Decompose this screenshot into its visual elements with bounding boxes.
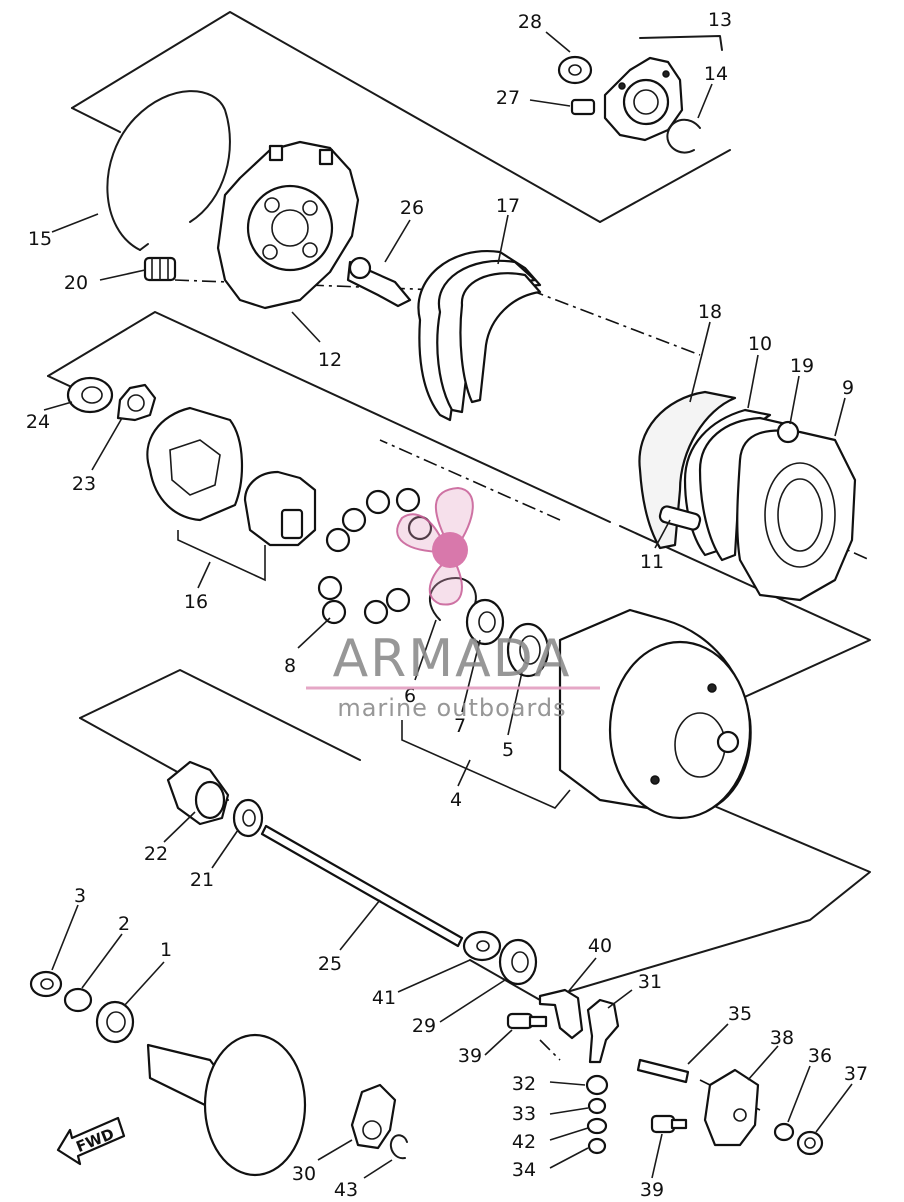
callout-31: 31 xyxy=(638,971,662,993)
callout-39a: 39 xyxy=(458,1045,482,1067)
callout-21: 21 xyxy=(190,869,214,891)
callout-11: 11 xyxy=(640,551,664,573)
clutch-boss-9 xyxy=(736,429,857,602)
callout-42: 42 xyxy=(512,1131,536,1153)
callout-3: 3 xyxy=(74,885,86,907)
push-rod-26 xyxy=(346,256,412,308)
watermark: ARMADA marine outboards xyxy=(306,486,600,722)
bolt-35 xyxy=(636,1058,690,1084)
clutch-plates-17 xyxy=(417,250,542,422)
leader-lines xyxy=(43,31,853,1179)
callout-9: 9 xyxy=(842,377,854,399)
bracket-38 xyxy=(703,1068,760,1147)
collar-22 xyxy=(166,760,230,826)
lever-40 xyxy=(538,988,584,1040)
callout-34: 34 xyxy=(512,1159,536,1181)
screw-20 xyxy=(143,256,177,282)
one-way-clutch-16 xyxy=(146,406,317,547)
washer-32 xyxy=(585,1074,609,1096)
retaining-ring-15 xyxy=(106,90,231,251)
callout-labels: 1 2 3 4 5 6 7 8 9 10 11 12 13 14 15 16 1… xyxy=(26,9,868,1201)
callout-40: 40 xyxy=(588,935,612,957)
bolt-39a xyxy=(506,1012,548,1030)
callout-20: 20 xyxy=(64,272,88,294)
watermark-brand: ARMADA xyxy=(333,629,572,689)
callout-17: 17 xyxy=(496,195,520,217)
callout-5: 5 xyxy=(502,739,514,761)
circlip-43 xyxy=(389,1134,408,1160)
callout-7: 7 xyxy=(454,715,466,737)
callout-12: 12 xyxy=(318,349,342,371)
spring-11 xyxy=(658,505,702,531)
callout-6: 6 xyxy=(404,685,416,707)
callout-27: 27 xyxy=(496,87,520,109)
bearing-5 xyxy=(506,622,550,678)
bearing-cover-13 xyxy=(603,56,684,142)
callout-35: 35 xyxy=(728,1003,752,1025)
clip-34 xyxy=(587,1137,607,1155)
washer-28 xyxy=(557,55,593,85)
clutch-housing-4 xyxy=(558,608,752,820)
callout-18: 18 xyxy=(698,301,722,323)
fwd-direction-arrow: FWD xyxy=(56,1116,126,1166)
callout-25: 25 xyxy=(318,953,342,975)
callout-2: 2 xyxy=(118,913,130,935)
callout-36: 36 xyxy=(808,1045,832,1067)
washer-21 xyxy=(232,798,264,838)
nut-24 xyxy=(66,376,114,414)
callout-1: 1 xyxy=(160,939,172,961)
screw-27 xyxy=(570,98,596,116)
callout-30: 30 xyxy=(292,1163,316,1185)
callout-32: 32 xyxy=(512,1073,536,1095)
callout-10: 10 xyxy=(748,333,772,355)
balls-8 xyxy=(317,487,433,625)
callout-14: 14 xyxy=(704,63,728,85)
nut-3 xyxy=(29,970,63,998)
pressure-plate-12 xyxy=(216,140,360,310)
arm-31 xyxy=(586,998,620,1064)
washer-33 xyxy=(587,1097,607,1115)
arrow-left-icon xyxy=(56,1116,126,1166)
washer-41 xyxy=(462,930,502,962)
callout-37: 37 xyxy=(844,1063,868,1085)
washer-42 xyxy=(586,1117,608,1135)
callout-33: 33 xyxy=(512,1103,536,1125)
crankshaft-assembly xyxy=(146,1033,307,1177)
washer-7 xyxy=(465,598,505,646)
bolt-39b xyxy=(650,1114,688,1134)
callout-24: 24 xyxy=(26,411,50,433)
callout-8: 8 xyxy=(284,655,296,677)
watermark-tagline: marine outboards xyxy=(337,694,566,722)
callout-28: 28 xyxy=(518,11,542,33)
callout-29: 29 xyxy=(412,1015,436,1037)
lock-washer-23 xyxy=(116,383,157,422)
callout-41: 41 xyxy=(372,987,396,1009)
callout-19: 19 xyxy=(790,355,814,377)
plate-19 xyxy=(776,420,800,444)
callout-13: 13 xyxy=(708,9,732,31)
callout-43: 43 xyxy=(334,1179,358,1201)
circlip-14 xyxy=(666,118,701,154)
circlip-6 xyxy=(428,577,477,621)
callout-23: 23 xyxy=(72,473,96,495)
propeller-icon xyxy=(396,486,474,606)
group-outline-top xyxy=(71,11,731,223)
nut-37 xyxy=(796,1130,824,1156)
washer-2 xyxy=(63,987,93,1013)
washer-36 xyxy=(773,1122,795,1142)
callout-22: 22 xyxy=(144,843,168,865)
gear-1 xyxy=(95,1000,135,1044)
callout-26: 26 xyxy=(400,197,424,219)
starter-plate-30 xyxy=(350,1083,397,1150)
callout-16: 16 xyxy=(184,591,208,613)
bearing-29 xyxy=(498,938,538,986)
callout-39b: 39 xyxy=(640,1179,664,1201)
callout-38: 38 xyxy=(770,1027,794,1049)
callout-4: 4 xyxy=(450,789,462,811)
callout-15: 15 xyxy=(28,228,52,250)
shaft-25 xyxy=(260,824,464,948)
